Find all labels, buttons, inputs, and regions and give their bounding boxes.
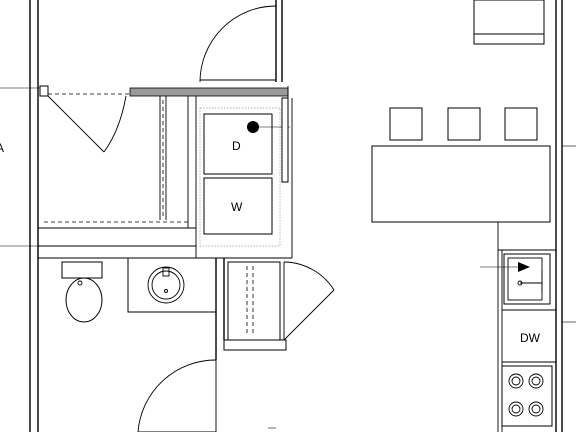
bath-closet bbox=[215, 258, 335, 360]
kitchen-sink bbox=[480, 253, 551, 305]
entry-door bbox=[199, 0, 283, 83]
edge-mark-label: A bbox=[0, 141, 4, 155]
washer-label: W bbox=[231, 200, 243, 214]
closet-door bbox=[39, 85, 130, 153]
dishwasher: DW bbox=[502, 309, 556, 363]
dishwasher-label: DW bbox=[520, 331, 541, 345]
closet-shelving bbox=[44, 96, 190, 228]
right-exterior-wall bbox=[555, 0, 563, 432]
left-exterior-wall bbox=[29, 0, 39, 432]
header-wall bbox=[129, 87, 289, 97]
laundry-alcove bbox=[199, 107, 281, 247]
toilet bbox=[61, 261, 103, 323]
laundry-door bbox=[281, 97, 289, 183]
cooktop bbox=[501, 365, 553, 427]
vanity bbox=[127, 257, 217, 313]
reference-lines bbox=[0, 87, 576, 323]
washer: W bbox=[203, 177, 273, 235]
dryer: D bbox=[203, 113, 290, 175]
bath-door bbox=[137, 359, 276, 432]
top-right-furniture bbox=[473, 0, 545, 45]
dryer-label: D bbox=[232, 139, 241, 153]
kitchen-island bbox=[371, 107, 551, 223]
interior-walls bbox=[38, 96, 293, 259]
